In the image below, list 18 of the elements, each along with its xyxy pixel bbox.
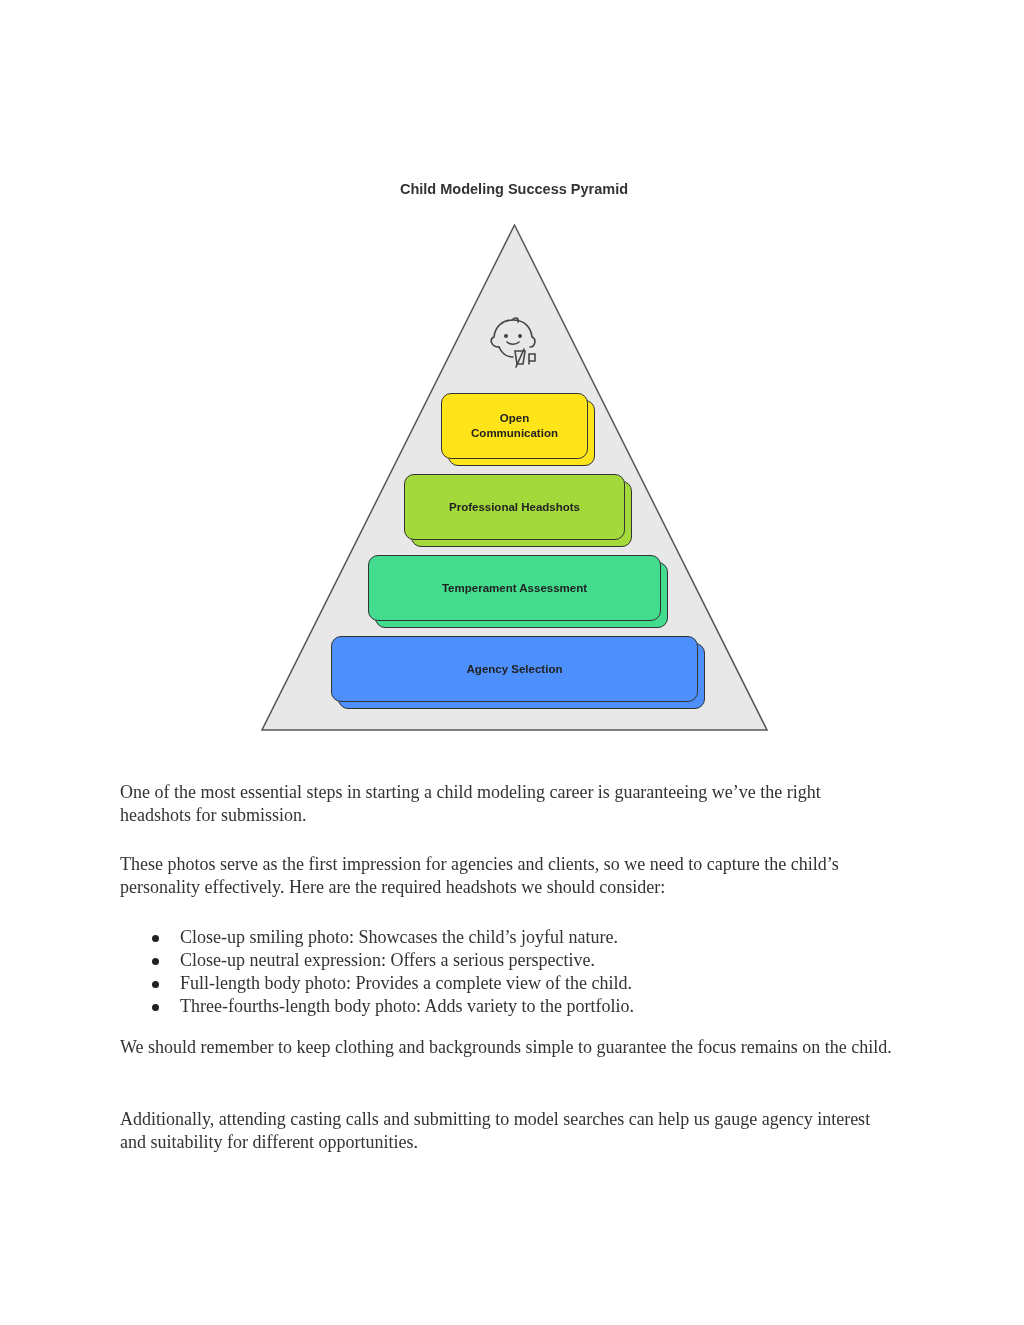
- tier-label: Agency Selection: [466, 661, 563, 677]
- paragraph: We should remember to keep clothing and backgrounds simple to guarantee the focus remains on the child.: [120, 1036, 893, 1059]
- bullet-item-text: Close-up neutral expression: Offers a serious perspective.: [180, 949, 597, 972]
- pyramid-tier-box: [441, 393, 595, 466]
- paragraph: These photos serve as the first impression for agencies and clients, so we need to capture the child’s personality effectively. Here are the required headshots we should consider:: [120, 853, 840, 899]
- pyramid-triangle: [261, 224, 768, 731]
- tier-label: Professional Headshots: [449, 499, 580, 515]
- bullet-item-text: Three-fourths-length body photo: Adds variety to the portfolio.: [180, 995, 635, 1018]
- tier-label: Temperament Assessment: [441, 580, 588, 596]
- paragraph: One of the most essential steps in starting a child modeling career is guaranteeing we’ve the right headshots for submission.: [120, 781, 822, 827]
- bullet-item-text: Close-up smiling photo: Showcases the child’s joyful nature.: [180, 926, 619, 949]
- pyramid-tier-box: [368, 555, 668, 628]
- pyramid-tier-box: [331, 636, 705, 709]
- diagram-title: Child Modeling Success Pyramid: [399, 181, 629, 197]
- pyramid-tier-box: [404, 474, 632, 547]
- bullet-item-text: Full-length body photo: Provides a complete view of the child.: [180, 972, 633, 995]
- paragraph: Additionally, attending casting calls and submitting to model searches can help us gauge agency interest and suitability for different opportunities.: [120, 1108, 872, 1154]
- tier-label: Open Communication: [470, 411, 559, 441]
